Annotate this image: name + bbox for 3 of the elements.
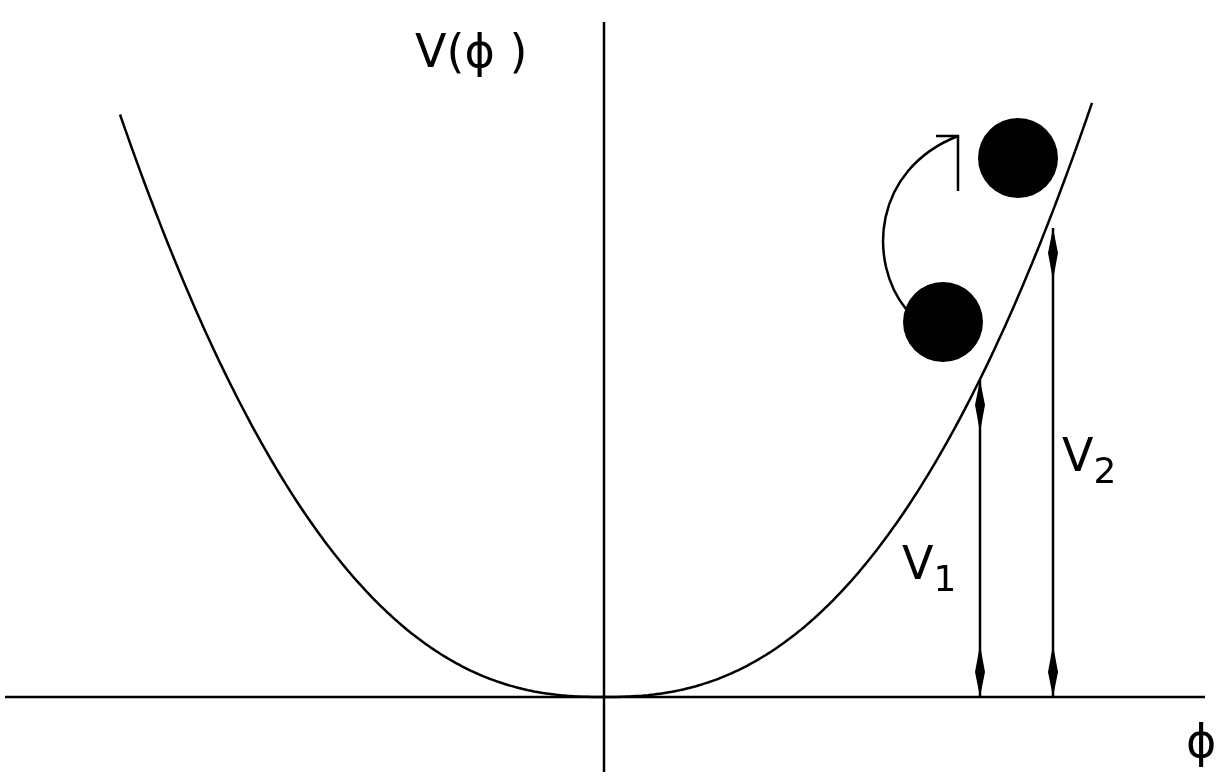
dimension-label: V$_{1}$ [902,540,957,597]
curved-arrow [882,134,960,310]
dimension-label: V$_{2}$ [1062,432,1117,489]
